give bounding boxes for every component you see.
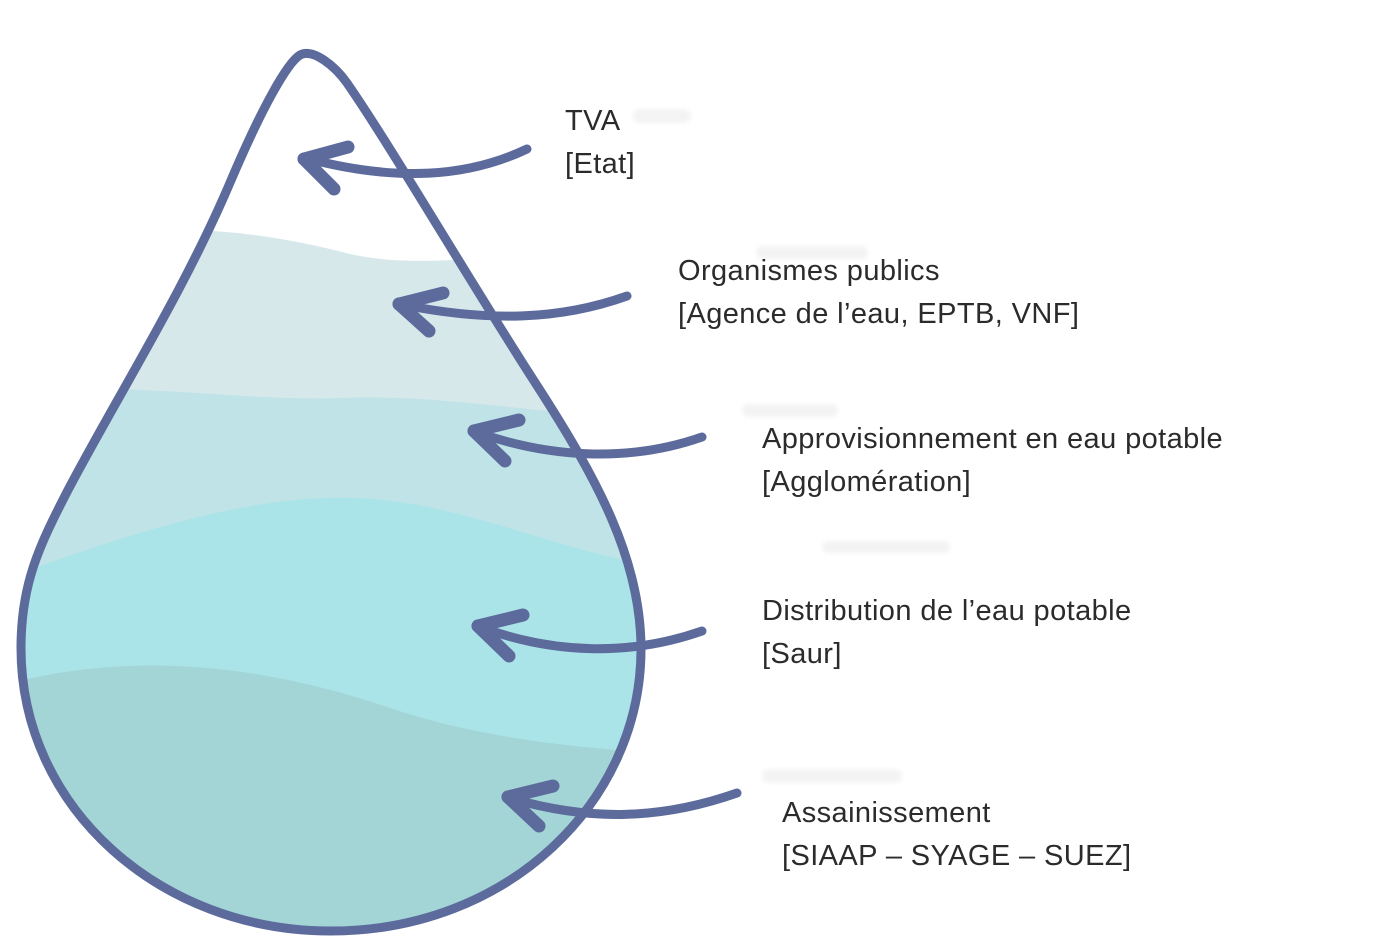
label-tva: TVA [Etat]	[565, 100, 635, 186]
label-distribution-entity: [Saur]	[762, 638, 842, 670]
water-drop-outline	[16, 49, 646, 936]
label-tva-entity: [Etat]	[565, 148, 636, 180]
label-distribution: Distribution de l’eau potable [Saur]	[762, 590, 1132, 676]
artifact-smudge	[633, 109, 691, 123]
artifact-smudge	[742, 404, 838, 417]
arrow-distribution	[471, 608, 707, 663]
label-approvisionnement-entity: [Agglomération]	[762, 466, 972, 498]
artifact-smudge	[762, 769, 902, 783]
label-organismes-title: Organismes publics	[678, 255, 940, 287]
label-organismes-entity: [Agence de l’eau, EPTB, VNF]	[678, 298, 1080, 330]
label-assainissement-title: Assainissement	[782, 797, 991, 829]
label-assainissement: Assainissement [SIAAP – SYAGE – SUEZ]	[782, 792, 1131, 878]
label-tva-title: TVA	[565, 105, 621, 137]
label-distribution-title: Distribution de l’eau potable	[762, 595, 1132, 627]
artifact-smudge	[756, 246, 868, 259]
arrow-assainissement	[501, 779, 742, 833]
artifact-smudge	[822, 541, 950, 553]
arrow-approvisionnement	[467, 413, 707, 468]
label-assainissement-entity: [SIAAP – SYAGE – SUEZ]	[782, 840, 1132, 872]
label-approvisionnement: Approvisionnement en eau potable [Agglom…	[762, 418, 1223, 504]
arrow-tva	[297, 140, 532, 196]
label-organismes: Organismes publics [Agence de l’eau, EPT…	[678, 250, 1079, 336]
arrow-organismes	[392, 286, 632, 338]
label-approvisionnement-title: Approvisionnement en eau potable	[762, 423, 1224, 455]
